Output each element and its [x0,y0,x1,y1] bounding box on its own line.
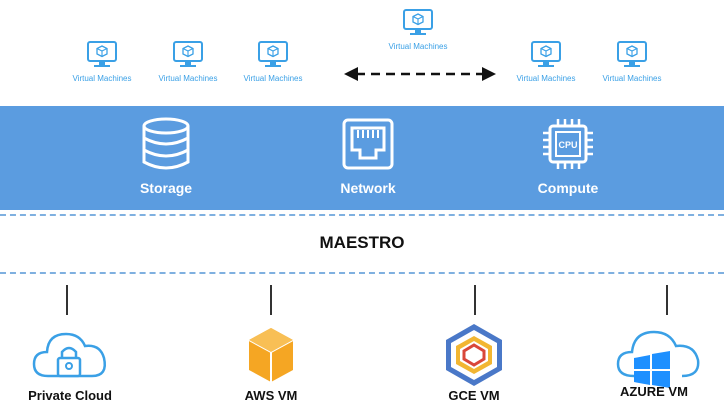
compute-item: CPU Compute [498,116,638,196]
vm-migrating: Virtual Machines [378,8,458,51]
network-port-icon [342,118,394,170]
provider-private-cloud: Private Cloud [0,322,140,403]
virtual-machine-icon [402,8,434,38]
network-label: Network [340,180,396,196]
network-item: Network [298,116,438,196]
vm-left-2: Virtual Machines [148,40,228,83]
connector-line [474,285,476,315]
dashed-divider-bottom [0,272,724,274]
storage-item: Storage [96,116,236,196]
connector-line [666,285,668,315]
provider-label: AWS VM [244,388,298,403]
compute-label: Compute [537,180,599,196]
virtual-machine-icon [172,40,204,70]
connector-line [66,285,68,315]
vm-left-3: Virtual Machines [233,40,313,83]
gce-hexagon-icon [446,324,502,386]
private-cloud-lock-icon [32,332,106,378]
vm-right-2: Virtual Machines [592,40,672,83]
dashed-divider-top [0,214,724,216]
vm-label: Virtual Machines [158,74,218,83]
vm-label: Virtual Machines [516,74,576,83]
provider-label: Private Cloud [28,388,112,403]
storage-icon [142,117,190,170]
provider-aws: AWS VM [201,322,341,403]
cpu-text: CPU [558,140,577,150]
provider-azure: AZURE VM [584,322,724,399]
resource-band: Storage Network CPU Compute [0,106,724,210]
virtual-machine-icon [616,40,648,70]
connector-line [270,285,272,315]
storage-label: Storage [139,180,193,196]
vm-label: Virtual Machines [602,74,662,83]
azure-windows-cloud-icon [616,330,700,388]
maestro-label: MAESTRO [319,233,405,252]
vm-label: Virtual Machines [243,74,303,83]
virtual-machine-icon [530,40,562,70]
provider-label: AZURE VM [620,384,688,399]
provider-gce: GCE VM [404,322,544,403]
virtual-machine-icon [257,40,289,70]
vm-label: Virtual Machines [388,42,448,51]
migration-arrow-icon [344,67,496,81]
vm-left-1: Virtual Machines [62,40,142,83]
cpu-icon: CPU [543,119,593,169]
vm-label: Virtual Machines [72,74,132,83]
provider-label: GCE VM [448,388,500,403]
virtual-machine-icon [86,40,118,70]
aws-box-icon [248,328,294,382]
vm-right-1: Virtual Machines [506,40,586,83]
